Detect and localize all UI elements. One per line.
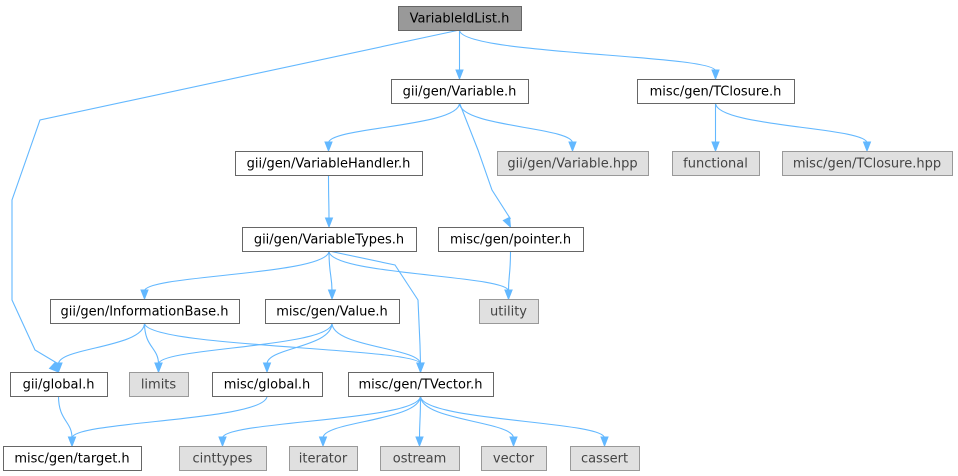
node-label: gii/gen/VariableHandler.h xyxy=(247,157,411,172)
edge-miscglobal-to-target xyxy=(67,395,268,448)
node-variable[interactable]: gii/gen/Variable.h xyxy=(391,79,529,104)
node-label: misc/gen/target.h xyxy=(14,452,129,467)
node-target[interactable]: misc/gen/target.h xyxy=(3,446,142,471)
node-cassert[interactable]: cassert xyxy=(570,446,640,471)
node-label: misc/gen/TVector.h xyxy=(359,378,483,393)
node-value[interactable]: misc/gen/Value.h xyxy=(265,299,400,324)
edge-variableidlist-to-variable xyxy=(455,29,464,81)
node-iterator[interactable]: iterator xyxy=(289,446,358,471)
edge-layer xyxy=(11,29,872,448)
edge-variableidlist-to-tclosure xyxy=(458,29,720,81)
edge-value-to-limits xyxy=(154,322,333,374)
edge-value-to-tvector xyxy=(331,322,425,374)
edge-variabletypes-to-value xyxy=(327,250,337,301)
node-label: cassert xyxy=(581,452,628,467)
node-label: functional xyxy=(683,157,748,172)
edge-tvector-to-iterator xyxy=(318,395,422,448)
node-label: gii/gen/Variable.hpp xyxy=(507,157,637,172)
edge-informationbase-to-giiglobal xyxy=(54,322,146,374)
node-variabletypes[interactable]: gii/gen/VariableTypes.h xyxy=(242,227,417,252)
edge-pointer-to-utility xyxy=(504,250,513,301)
node-limits[interactable]: limits xyxy=(129,372,189,397)
edge-value-to-miscglobal xyxy=(262,322,333,374)
node-label: utility xyxy=(490,305,527,320)
edge-tvector-to-cinttypes xyxy=(218,395,422,448)
node-tclosure[interactable]: misc/gen/TClosure.h xyxy=(637,79,795,104)
edge-variable-to-variablehpp xyxy=(458,102,577,153)
edge-variable-to-pointer xyxy=(458,102,512,229)
node-miscglobal[interactable]: misc/global.h xyxy=(212,372,323,397)
node-ostream[interactable]: ostream xyxy=(380,446,460,471)
node-label: ostream xyxy=(393,452,447,467)
node-pointer[interactable]: misc/gen/pointer.h xyxy=(438,227,584,252)
node-variablehandler[interactable]: gii/gen/VariableHandler.h xyxy=(235,151,423,176)
node-label: limits xyxy=(141,378,177,393)
edge-variabletypes-to-informationbase xyxy=(140,250,330,301)
node-informationbase[interactable]: gii/gen/InformationBase.h xyxy=(50,299,240,324)
node-label: iterator xyxy=(299,452,348,467)
edge-variablehandler-to-variabletypes xyxy=(324,174,334,229)
node-label: misc/gen/TClosure.h xyxy=(650,85,782,100)
node-label: VariableIdList.h xyxy=(410,12,510,27)
node-label: misc/gen/pointer.h xyxy=(450,233,571,248)
edge-tvector-to-ostream xyxy=(415,395,424,448)
node-label: gii/global.h xyxy=(23,378,95,393)
node-label: gii/gen/Variable.h xyxy=(403,85,517,100)
node-label: misc/gen/Value.h xyxy=(276,305,388,320)
edge-variable-to-variablehandler xyxy=(324,102,461,153)
node-label: misc/gen/TClosure.hpp xyxy=(793,157,941,172)
node-giiglobal[interactable]: gii/global.h xyxy=(10,372,108,397)
edge-tclosure-to-tclosurehpp xyxy=(714,102,872,153)
edge-tvector-to-cassert xyxy=(419,395,609,448)
node-label: cinttypes xyxy=(193,452,253,467)
node-label: gii/gen/VariableTypes.h xyxy=(254,233,404,248)
node-functional[interactable]: functional xyxy=(672,151,760,176)
node-variableidlist[interactable]: VariableIdList.h xyxy=(398,6,522,31)
edge-tclosure-to-functional xyxy=(711,103,720,153)
edge-tvector-to-vector xyxy=(419,395,518,448)
node-cinttypes[interactable]: cinttypes xyxy=(179,446,267,471)
node-layer: VariableIdList.h gii/gen/Variable.h misc/g… xyxy=(3,6,953,471)
edge-variabletypes-to-utility xyxy=(328,250,513,301)
node-label: vector xyxy=(493,452,535,467)
node-tvector[interactable]: misc/gen/TVector.h xyxy=(348,372,494,397)
node-label: gii/gen/InformationBase.h xyxy=(60,305,228,320)
node-variablehpp[interactable]: gii/gen/Variable.hpp xyxy=(497,151,649,176)
node-label: misc/global.h xyxy=(224,378,311,393)
node-utility[interactable]: utility xyxy=(479,299,539,324)
node-tclosurehpp[interactable]: misc/gen/TClosure.hpp xyxy=(782,151,953,176)
node-vector[interactable]: vector xyxy=(481,446,547,471)
